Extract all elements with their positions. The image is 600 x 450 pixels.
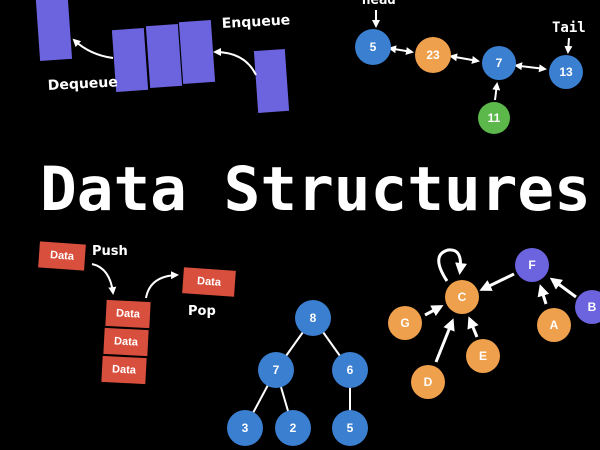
tail-pointer-arrow: [564, 37, 573, 54]
list-node: 23: [415, 37, 451, 73]
svg-text:Data: Data: [116, 307, 141, 320]
queue-enqueued-item: [253, 48, 290, 113]
stack-push-item: Data: [38, 241, 86, 271]
svg-text:B: B: [588, 300, 597, 314]
queue-item: [111, 27, 149, 93]
list-node: 5: [355, 29, 391, 65]
svg-text:7: 7: [273, 363, 280, 377]
graph-edge: [467, 316, 479, 338]
graph-node: D: [411, 365, 445, 399]
tree-node: 5: [332, 410, 368, 446]
svg-text:C: C: [458, 290, 467, 304]
linked-list-diagram: Head Tail 5 23 7 13 11: [355, 0, 586, 134]
page-title: Data Structures: [40, 154, 591, 225]
graph-edge: [434, 318, 455, 363]
push-label: Push: [92, 244, 128, 259]
stack-pop-item: Data: [182, 267, 236, 297]
svg-text:D: D: [424, 375, 433, 389]
graph-edge: [537, 284, 550, 305]
svg-text:3: 3: [242, 421, 249, 435]
graph-node: F: [515, 248, 549, 282]
link-arrow: [449, 53, 480, 64]
link-arrow: [514, 62, 547, 73]
link-arrow: [492, 82, 501, 101]
list-node: 13: [549, 55, 583, 89]
dequeue-label: Dequeue: [47, 74, 118, 94]
svg-text:5: 5: [370, 40, 377, 54]
list-node: 11: [478, 102, 510, 134]
svg-text:Data: Data: [50, 249, 76, 263]
tree-node: 7: [258, 352, 294, 388]
tree-node: 2: [275, 410, 311, 446]
enqueue-label: Enqueue: [221, 12, 290, 32]
stack-item: Data: [105, 299, 151, 329]
svg-text:F: F: [528, 258, 535, 272]
self-loop-arrow: [437, 248, 467, 282]
svg-text:A: A: [550, 318, 559, 332]
link-arrow: [388, 45, 414, 55]
tail-label: Tail: [552, 20, 586, 36]
stack-item: Data: [101, 355, 147, 385]
queue-diagram: Enqueue Dequeue: [35, 0, 291, 113]
list-node: 7: [482, 46, 516, 80]
queue-item: [145, 23, 183, 89]
tree-node: 6: [332, 352, 368, 388]
svg-text:G: G: [400, 316, 409, 330]
push-arrow: [91, 263, 117, 295]
tree-node: 3: [227, 410, 263, 446]
graph-node: B: [575, 290, 600, 324]
svg-text:8: 8: [310, 311, 317, 325]
queue-dequeued-item: [35, 0, 73, 62]
graph-node: E: [466, 339, 500, 373]
graph-node: C: [445, 280, 479, 314]
graph-edge: [549, 277, 577, 299]
graph-node: G: [388, 306, 422, 340]
svg-text:11: 11: [488, 111, 501, 125]
enqueue-arrow: [213, 48, 257, 76]
binary-tree-diagram: 8 7 6 3 2 5: [227, 300, 368, 446]
dequeue-arrow: [72, 38, 114, 59]
pop-arrow: [145, 271, 179, 299]
pop-label: Pop: [188, 304, 216, 319]
stack-diagram: Data Data Data Data Data Push Pop: [38, 241, 236, 385]
svg-text:7: 7: [496, 56, 503, 70]
graph-diagram: C F B A G E D: [388, 248, 600, 399]
head-label: Head: [362, 0, 396, 8]
queue-item: [178, 19, 216, 85]
graph-edge: [424, 305, 444, 317]
svg-text:E: E: [479, 349, 487, 363]
graph-node: A: [537, 308, 571, 342]
svg-text:Data: Data: [112, 363, 137, 376]
svg-text:5: 5: [347, 421, 354, 435]
svg-text:13: 13: [559, 65, 573, 79]
stack-item: Data: [103, 327, 149, 357]
svg-text:23: 23: [426, 48, 440, 62]
svg-text:6: 6: [347, 363, 354, 377]
tree-node: 8: [295, 300, 331, 336]
svg-text:Data: Data: [114, 335, 139, 348]
svg-text:Data: Data: [197, 275, 223, 289]
svg-text:2: 2: [290, 421, 297, 435]
graph-edge: [479, 272, 515, 291]
